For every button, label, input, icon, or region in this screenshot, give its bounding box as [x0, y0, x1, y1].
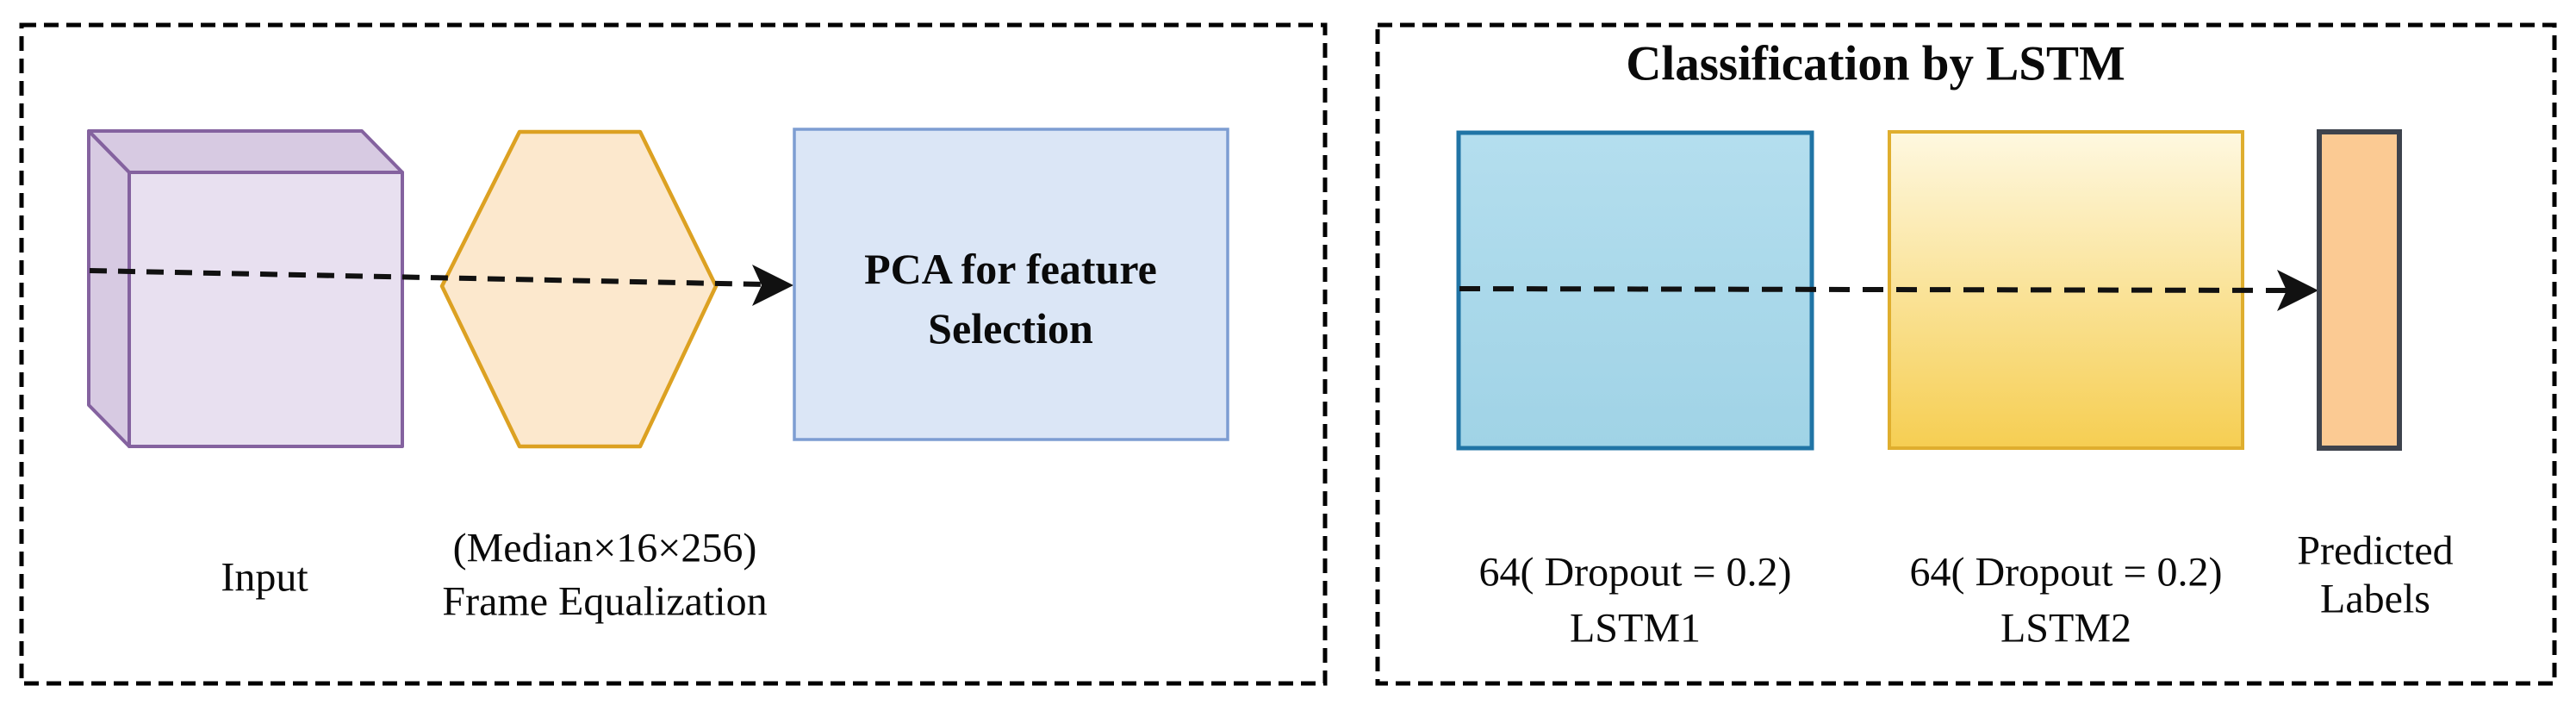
input-cube-top-face [89, 131, 402, 172]
predicted-caption-line2: Labels [2320, 577, 2430, 622]
pca-box-label-line2: Selection [928, 304, 1093, 352]
right-flow-arrowhead [2277, 270, 2318, 311]
pca-box-outline [793, 128, 1229, 441]
left-flow-arrow [89, 265, 793, 306]
right-flow-arrow [1459, 270, 2318, 311]
frame-equalization-hexagon [442, 132, 716, 446]
lstm2-caption-line2: LSTM2 [2000, 606, 2131, 652]
hexagon-caption-line2: Frame Equalization [442, 579, 767, 625]
right-flow-arrow-line [1459, 286, 2293, 293]
input-cube-left-face [89, 131, 129, 446]
predicted-caption-line1: Predicted [2297, 528, 2453, 574]
frame-equalization-hexagon-outline [439, 129, 719, 449]
predicted-labels-box [2319, 132, 2399, 448]
input-caption: Input [221, 555, 308, 601]
pca-box-label-line1: PCA for feature [864, 245, 1157, 293]
input-cube [87, 129, 404, 448]
input-cube-front-face-outline [128, 171, 404, 448]
predicted-labels-box-outline [2317, 129, 2402, 451]
hexagon-caption-line1: (Median×16×256) [453, 526, 757, 571]
lstm1-caption-line1: 64( Dropout = 0.2) [1478, 550, 1791, 596]
pca-box [794, 129, 1228, 440]
lstm1-caption-line2: LSTM1 [1570, 606, 1701, 652]
input-cube-front-face [129, 172, 402, 446]
lstm2-caption-line1: 64( Dropout = 0.2) [1909, 550, 2222, 596]
classification-panel-border [1375, 22, 2557, 686]
classification-panel-title: Classification by LSTM [1626, 37, 2125, 91]
left-flow-arrowhead [752, 265, 793, 306]
preprocessing-panel-border [19, 22, 1328, 686]
